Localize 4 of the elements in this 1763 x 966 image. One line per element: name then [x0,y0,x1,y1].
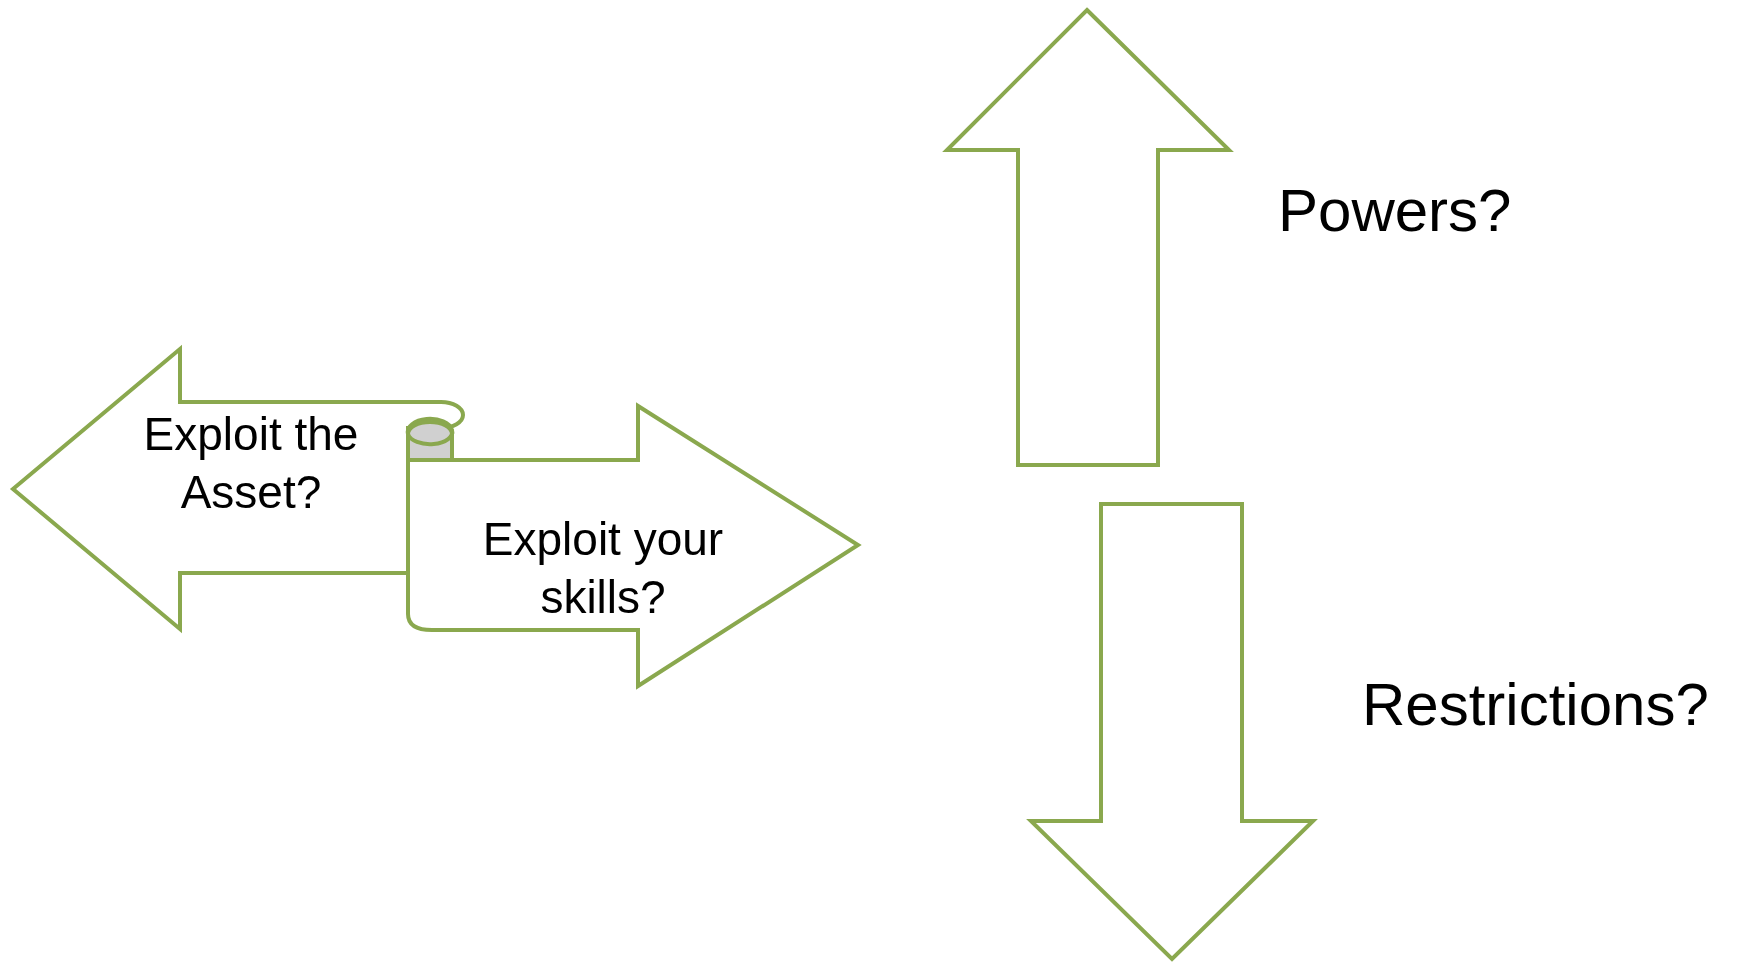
label-text: Restrictions? [1362,670,1709,739]
label-text: Powers? [1278,176,1512,245]
arrow-label: Exploit your skills? [481,512,725,625]
arrow-label: Exploit the Asset? [142,407,360,520]
